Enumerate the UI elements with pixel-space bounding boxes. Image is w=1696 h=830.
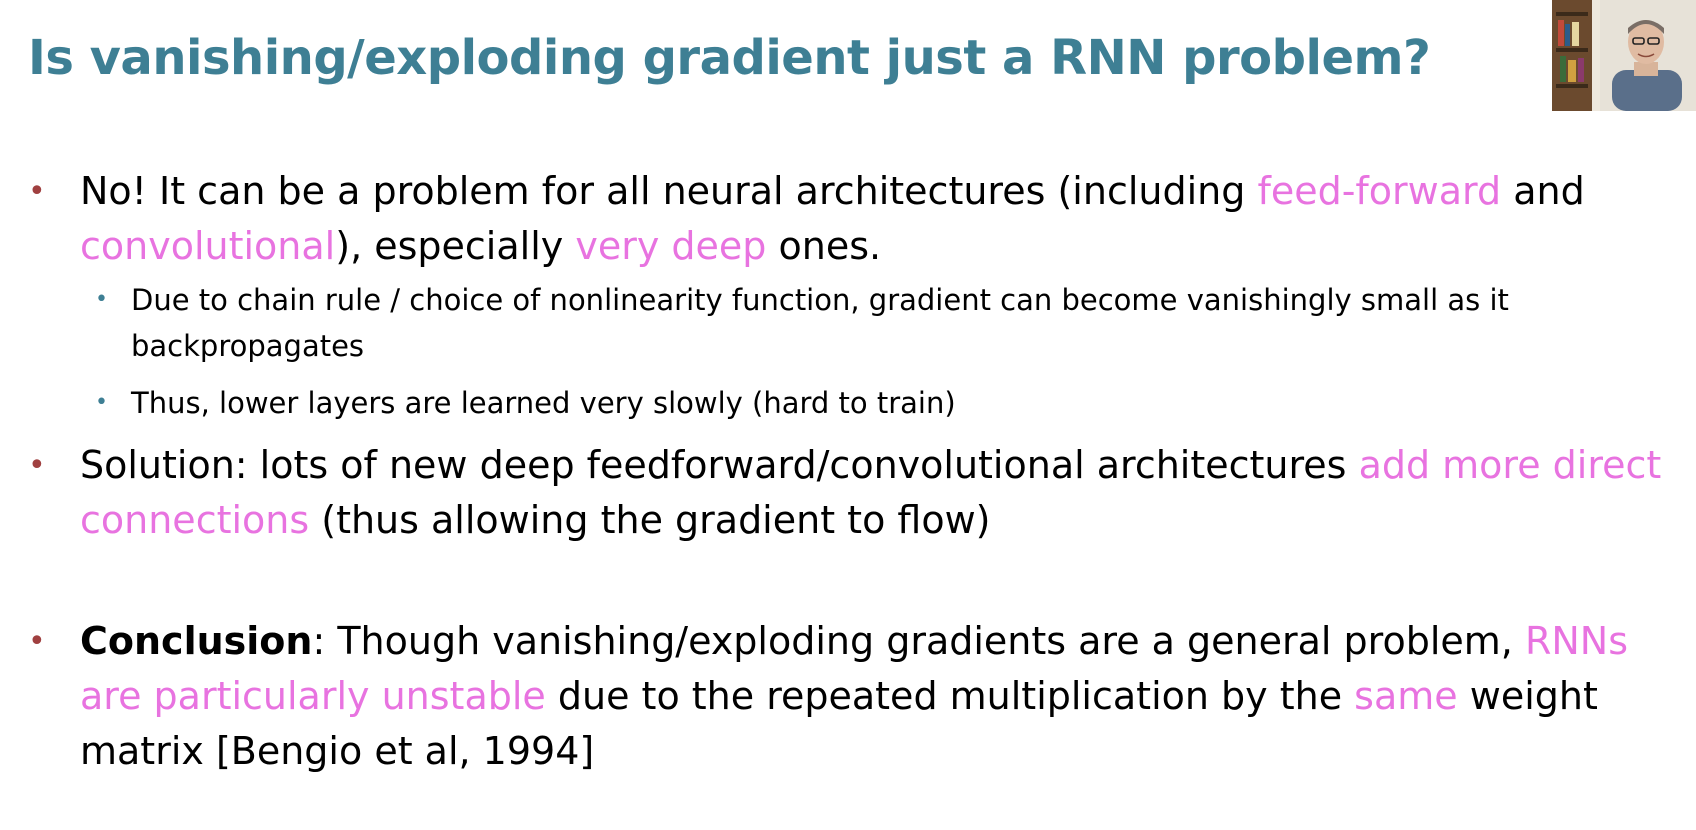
text: Solution: lots of new deep feedforward/c… — [80, 443, 1359, 487]
bullet-dot-icon: • — [28, 174, 46, 209]
text: due to the repeated multiplication by th… — [545, 674, 1355, 718]
highlight-direct-connections: add more direct connections — [80, 443, 1662, 542]
bullet-no-problem: • No! It can be a problem for all neural… — [28, 164, 1670, 274]
text: ones. — [766, 224, 882, 268]
bullet-dot-icon: • — [28, 448, 46, 483]
sub-bullet-dot-icon: • — [95, 390, 108, 415]
text: (thus allowing the gradient to flow) — [309, 498, 991, 542]
text: ), especially — [335, 224, 576, 268]
sub-bullet-lower-layers: • Thus, lower layers are learned very sl… — [95, 380, 1651, 426]
webcam-thumbnail — [1552, 0, 1696, 111]
sub-bullet-dot-icon: • — [95, 287, 108, 312]
bullet-conclusion: • Conclusion: Though vanishing/exploding… — [28, 614, 1670, 779]
bullet-dot-icon: • — [28, 624, 46, 659]
presenter-video-icon — [1552, 0, 1696, 111]
slide-title: Is vanishing/exploding gradient just a R… — [28, 30, 1431, 86]
text: and — [1501, 169, 1585, 213]
text: No! It can be a problem for all neural a… — [80, 169, 1258, 213]
highlight-rnns-unstable: RNNs are particularly unstable — [80, 619, 1629, 718]
highlight-feed-forward: feed-forward — [1257, 169, 1502, 213]
text: weight matrix [Bengio et al, 1994] — [80, 674, 1598, 773]
highlight-very-deep: very deep — [575, 224, 767, 268]
highlight-same: same — [1354, 674, 1458, 718]
text: Due to chain rule / choice of nonlineari… — [131, 283, 1509, 363]
sub-bullet-chain-rule: • Due to chain rule / choice of nonlinea… — [95, 277, 1651, 369]
text: : Though vanishing/exploding gradients a… — [312, 619, 1525, 663]
text: Thus, lower layers are learned very slow… — [131, 386, 956, 420]
highlight-convolutional: convolutional — [80, 224, 336, 268]
bullet-solution: • Solution: lots of new deep feedforward… — [28, 438, 1670, 548]
conclusion-label: Conclusion — [80, 619, 313, 663]
